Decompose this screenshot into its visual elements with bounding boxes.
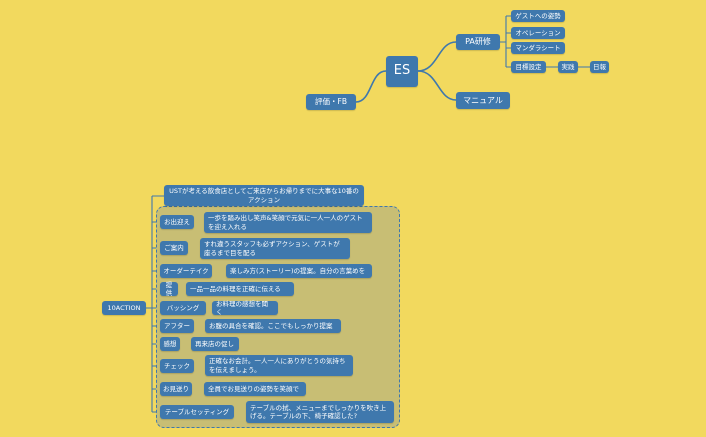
action-item-label: 感想 — [163, 339, 177, 348]
branch-label: PA研修 — [465, 37, 491, 46]
action-desc-check[interactable]: 正確なお会計。一人一人にありがとうの気持ちを伝えましょう。 — [205, 355, 353, 376]
action-desc-text: 再来店の促し — [195, 339, 234, 348]
pa-child-label: マンダラシート — [515, 43, 561, 52]
connector-action-header — [146, 195, 164, 412]
action-desc-seating[interactable]: すれ違うスタッフも必ずアクション、ゲストが座るまで目を配る — [200, 238, 350, 259]
branch-pa-training[interactable]: PA研修 — [456, 34, 500, 50]
action-desc-text: 全員でお見送りの姿勢を笑顔で — [208, 384, 299, 393]
action-desc-bussing[interactable]: お料理の感想を聞く — [212, 299, 278, 316]
action-header-node[interactable]: USTが考える飲食店としてご来店からお帰りまでに大事な10番のアクション — [164, 185, 364, 206]
action-desc-greeting[interactable]: 一歩を踏み出し笑声&笑顔で元気に一人一人のゲストを迎え入れる — [204, 212, 372, 233]
connector-es-eval — [355, 70, 387, 103]
connector-pa-children — [500, 15, 511, 68]
pa-child-label: ゲストへの姿勢 — [515, 11, 561, 20]
action-item-order-take[interactable]: オーダーテイク — [160, 264, 212, 278]
action-desc-text: お料理の感想を聞く — [216, 299, 268, 316]
action-desc-text: お腹の具合を確認。ここでもしっかり提案 — [209, 321, 333, 330]
goal-chain-daily-report[interactable]: 日報 — [590, 61, 609, 73]
action-item-label: バッシング — [166, 303, 200, 312]
action-item-greeting[interactable]: お出迎え — [160, 215, 194, 229]
root-node-es[interactable]: ES — [386, 56, 418, 87]
action-desc-text: すれ違うスタッフも必ずアクション、ゲストが座るまで目を配る — [204, 240, 340, 257]
action-item-label: チェック — [164, 361, 190, 370]
action-desc-text: テーブルの拭、メニューまでしっかりを吹き上げる。テーブルの下、椅子確認した? — [250, 403, 387, 420]
action-desc-seeing-off[interactable]: 全員でお見送りの姿勢を笑顔で — [204, 382, 306, 396]
pa-child-label: 目標設定 — [515, 62, 542, 71]
connector-es-pa — [417, 41, 457, 72]
pa-child-guest-attitude[interactable]: ゲストへの姿勢 — [511, 10, 565, 22]
goal-chain-practice[interactable]: 実践 — [558, 61, 578, 73]
branch-manual[interactable]: マニュアル — [456, 92, 510, 109]
root-node-label: ES — [393, 63, 411, 79]
action-item-seeing-off[interactable]: お見送り — [160, 382, 192, 396]
action-item-label: アフター — [164, 321, 190, 330]
action-desc-text: 一歩を踏み出し笑声&笑顔で元気に一人一人のゲストを迎え入れる — [208, 214, 363, 231]
action-item-label: テーブルセッティング — [164, 407, 230, 416]
branch-label: マニュアル — [463, 95, 503, 105]
action-item-serving[interactable]: 提供 — [160, 280, 178, 297]
action-desc-table-setting[interactable]: テーブルの拭、メニューまでしっかりを吹き上げる。テーブルの下、椅子確認した? — [246, 401, 394, 423]
action-desc-text: 楽しみ方(ストーリー)の提案。自分の言葉めを — [230, 266, 366, 275]
action-desc-after[interactable]: お腹の具合を確認。ここでもしっかり提案 — [205, 319, 341, 333]
action-desc-text: 一品一品の料理を正確に伝える — [190, 284, 281, 293]
action-desc-order-take[interactable]: 楽しみ方(ストーリー)の提案。自分の言葉めを — [226, 264, 372, 278]
action-item-seating[interactable]: ご案内 — [160, 241, 188, 255]
action-root-label: 10ACTION — [107, 303, 141, 312]
pa-child-goal-setting[interactable]: 目標設定 — [511, 61, 546, 73]
action-item-check[interactable]: チェック — [160, 359, 194, 373]
branch-evaluation[interactable]: 評価・FB — [306, 94, 356, 110]
action-item-impressions[interactable]: 感想 — [160, 337, 180, 351]
action-item-label: ご案内 — [164, 243, 184, 252]
action-item-label: オーダーテイク — [163, 266, 209, 275]
action-item-bussing[interactable]: バッシング — [160, 301, 206, 315]
action-desc-serving[interactable]: 一品一品の料理を正確に伝える — [186, 282, 294, 296]
action-header-label: USTが考える飲食店としてご来店からお帰りまでに大事な10番のアクション — [169, 187, 359, 204]
pa-child-operation[interactable]: オペレーション — [511, 27, 565, 39]
action-desc-impressions[interactable]: 再来店の促し — [191, 337, 239, 351]
goal-chain-label: 実践 — [561, 62, 575, 71]
pa-child-label: オペレーション — [515, 28, 561, 37]
pa-child-mandala-sheet[interactable]: マンダラシート — [511, 42, 565, 54]
action-root-node[interactable]: 10ACTION — [102, 301, 146, 315]
action-item-label: お見送り — [163, 384, 189, 393]
action-item-table-setting[interactable]: テーブルセッティング — [160, 405, 234, 419]
action-item-after[interactable]: アフター — [160, 319, 194, 333]
branch-label: 評価・FB — [315, 97, 347, 107]
connector-es-manual — [417, 70, 457, 101]
action-item-label: 提供 — [165, 280, 173, 297]
action-desc-text: 正確なお会計。一人一人にありがとうの気持ちを伝えましょう。 — [209, 357, 346, 374]
goal-chain-label: 日報 — [593, 62, 606, 71]
action-item-label: お出迎え — [164, 217, 190, 226]
